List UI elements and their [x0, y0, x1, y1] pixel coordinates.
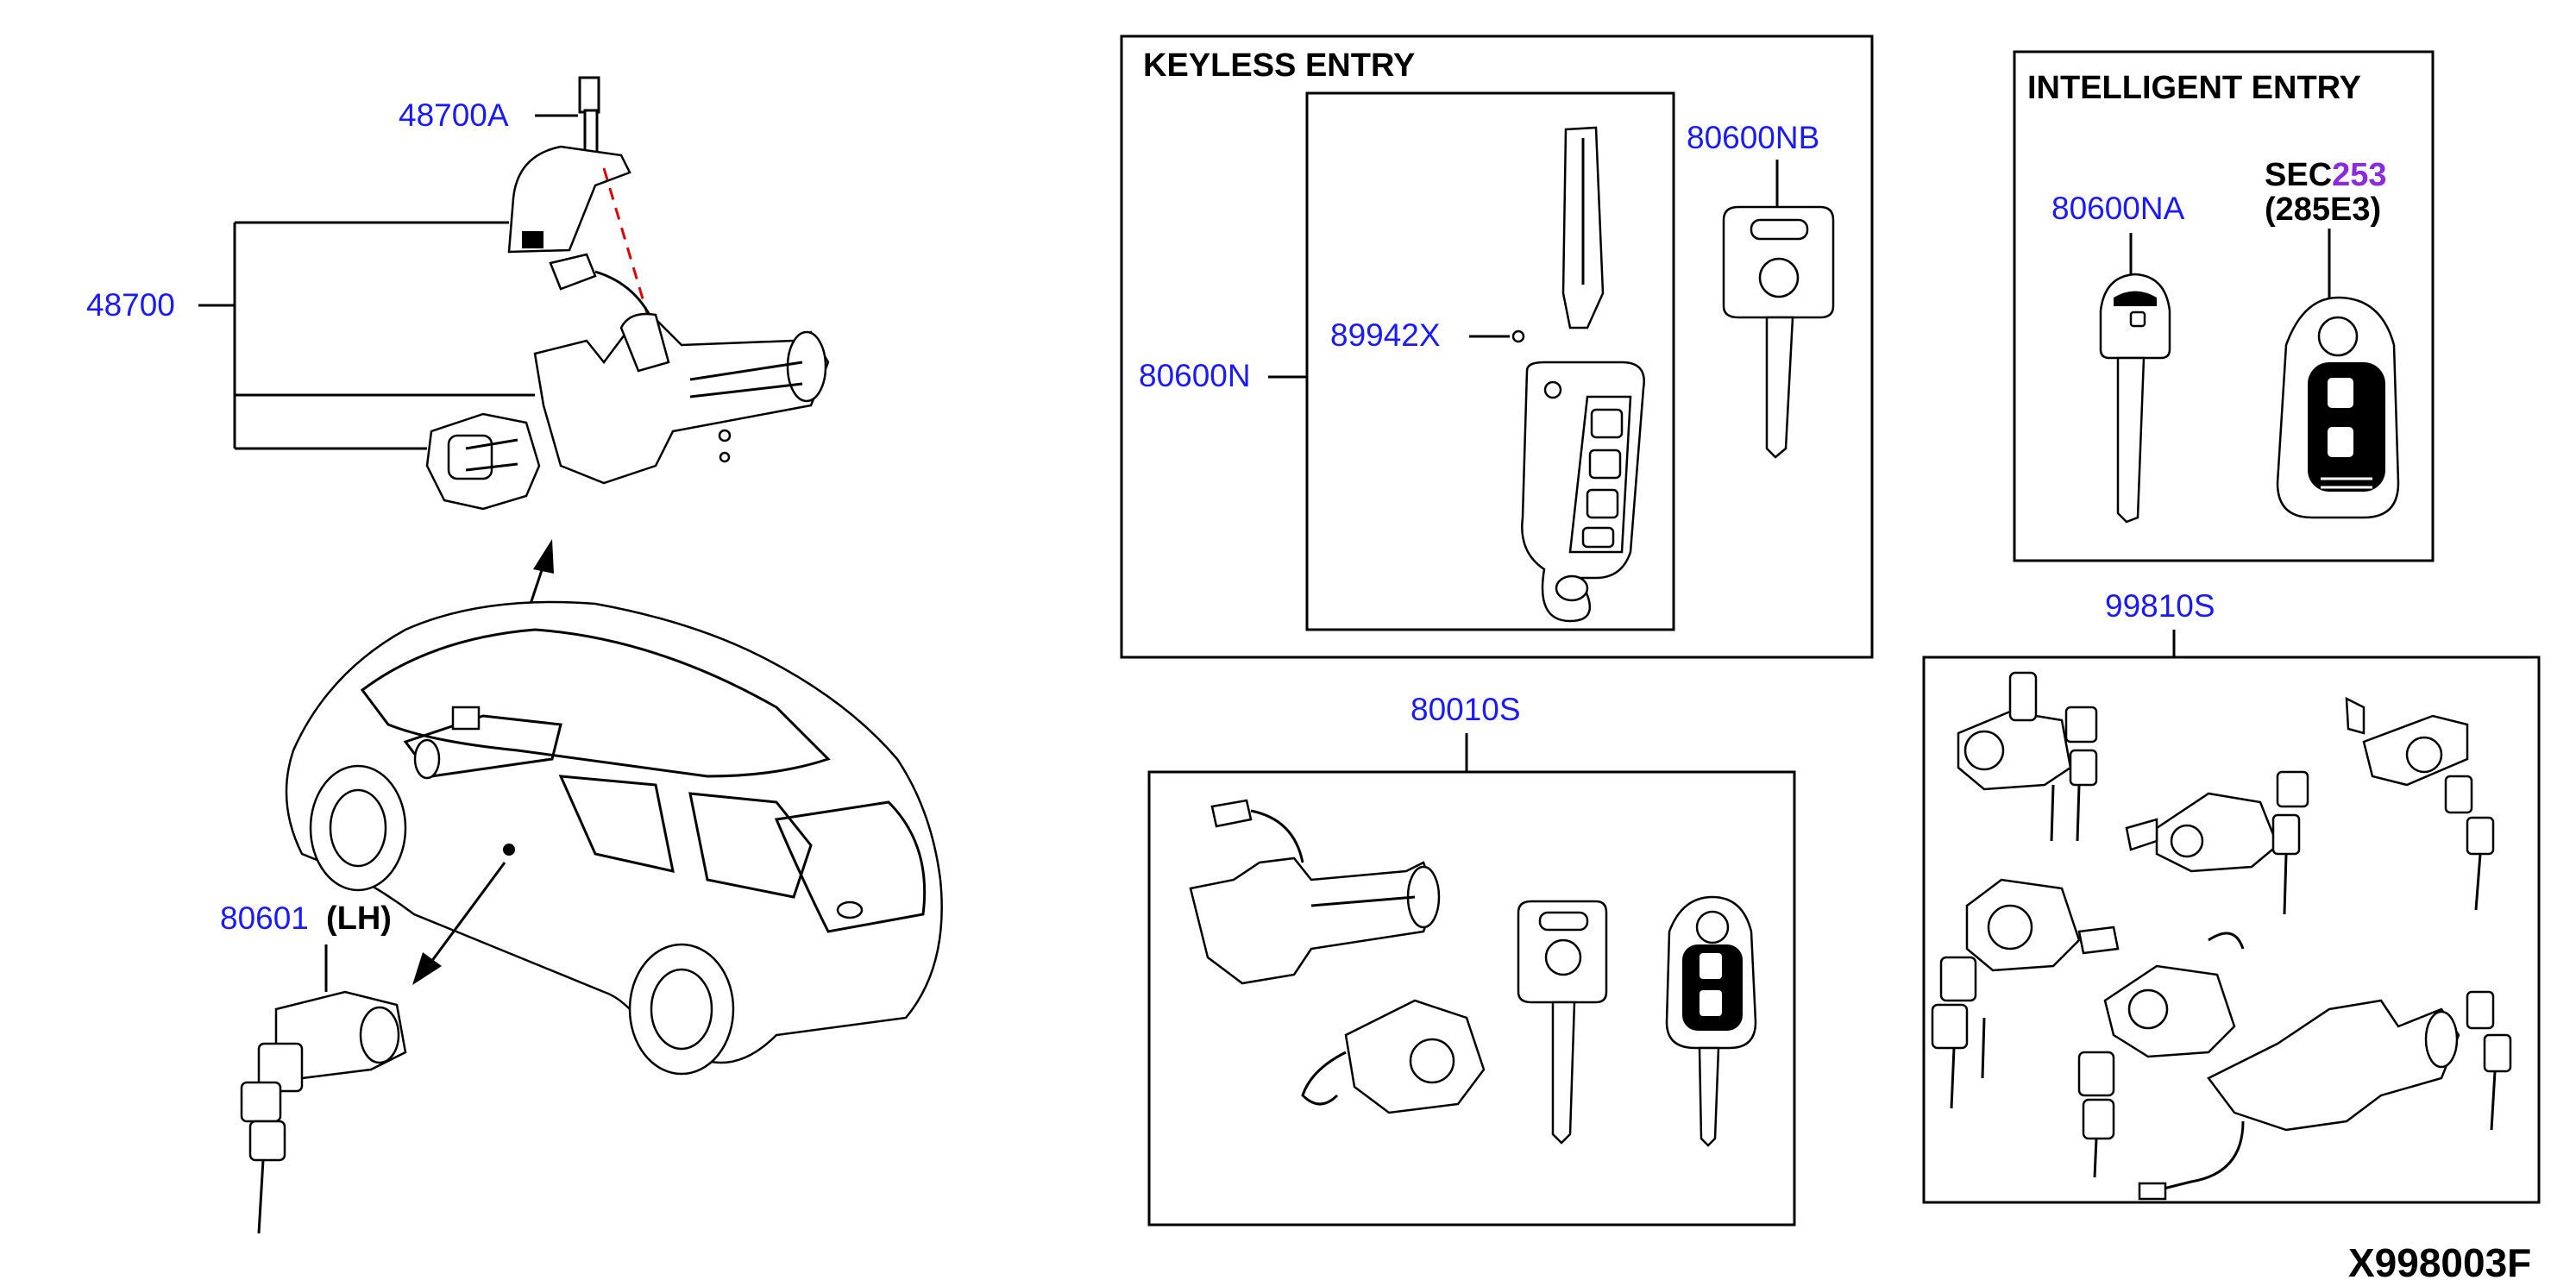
- part-label-48700[interactable]: 48700: [86, 287, 175, 323]
- part-label-285E3[interactable]: (285E3): [2265, 191, 2381, 228]
- part-label-99810S[interactable]: 99810S: [2105, 588, 2215, 624]
- lock-set-99810S: 99810S: [1922, 588, 2541, 1204]
- door-lock-lh: 80601 (LH): [220, 900, 407, 1234]
- part-label-80010S[interactable]: 80010S: [1411, 692, 1521, 727]
- lh-label: (LH): [326, 900, 392, 937]
- ignition-switch-assembly: 48700A 48700: [86, 76, 830, 695]
- sec-number[interactable]: 253: [2332, 157, 2386, 193]
- vehicle-illustration: [285, 600, 943, 1076]
- part-label-89942X[interactable]: 89942X: [1330, 317, 1441, 353]
- part-label-80601[interactable]: 80601: [220, 900, 309, 936]
- intelligent-entry-title: INTELLIGENT ENTRY: [2027, 70, 2361, 106]
- lock-set-80010S: 80010S: [1147, 692, 1796, 1227]
- part-label-48700A[interactable]: 48700A: [399, 97, 509, 133]
- diagram-id: X998003F: [2348, 1240, 2531, 1280]
- part-label-80600NA[interactable]: 80600NA: [2051, 191, 2185, 226]
- keyless-entry-title: KEYLESS ENTRY: [1143, 47, 1415, 84]
- intelligent-entry-box: INTELLIGENT ENTRY 80600NA SEC253 (285E3): [2013, 50, 2435, 562]
- part-label-80600NB[interactable]: 80600NB: [1687, 120, 1819, 155]
- keyless-entry-box: KEYLESS ENTRY 89942X 80600N 80600NB: [1120, 35, 1874, 659]
- part-label-80600N[interactable]: 80600N: [1139, 358, 1251, 393]
- sec-label: SEC253: [2265, 157, 2387, 193]
